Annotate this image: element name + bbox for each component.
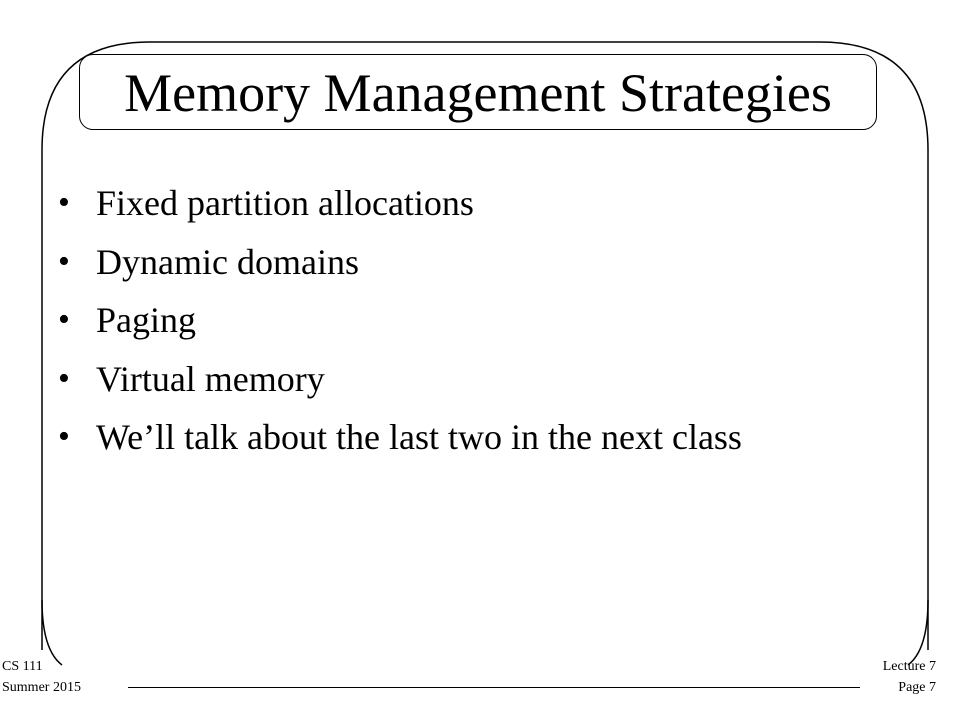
bullet-dot-icon: •	[58, 242, 70, 280]
slide-border	[41, 41, 929, 650]
bullet-item: • Paging	[56, 291, 742, 350]
bullet-dot-icon: •	[58, 418, 70, 455]
bullet-text: Paging	[96, 300, 197, 340]
bullet-text: Fixed partition allocations	[96, 183, 474, 223]
slide-title: Memory Management Strategies	[124, 63, 832, 123]
bullet-dot-icon: •	[58, 184, 70, 221]
bullet-text: We’ll talk about the last two in the nex…	[96, 417, 742, 457]
bullet-list: • Fixed partition allocations • Dynamic …	[56, 174, 742, 467]
footer-divider	[128, 687, 860, 688]
bullet-item: • Virtual memory	[56, 350, 742, 409]
slide-border-corner-left	[41, 599, 63, 666]
bullet-dot-icon: •	[58, 301, 70, 338]
bullet-dot-icon: •	[58, 359, 70, 397]
bullet-item: • Fixed partition allocations	[56, 174, 742, 233]
footer-page: Page 7	[898, 680, 936, 695]
title-box: Memory Management Strategies	[79, 54, 877, 130]
footer-term: Summer 2015	[2, 680, 81, 695]
slide-border-corner-right	[907, 599, 929, 666]
footer-course-info: CS 111 Summer 2015	[2, 656, 81, 698]
bullet-item: • We’ll talk about the last two in the n…	[56, 408, 742, 467]
bullet-text: Virtual memory	[96, 358, 325, 399]
bullet-item: • Dynamic domains	[56, 233, 742, 292]
footer-lecture: Lecture 7	[882, 659, 936, 674]
footer-course: CS 111	[2, 659, 43, 674]
footer-page-info: Lecture 7 Page 7	[883, 656, 936, 698]
bullet-text: Dynamic domains	[96, 241, 359, 282]
